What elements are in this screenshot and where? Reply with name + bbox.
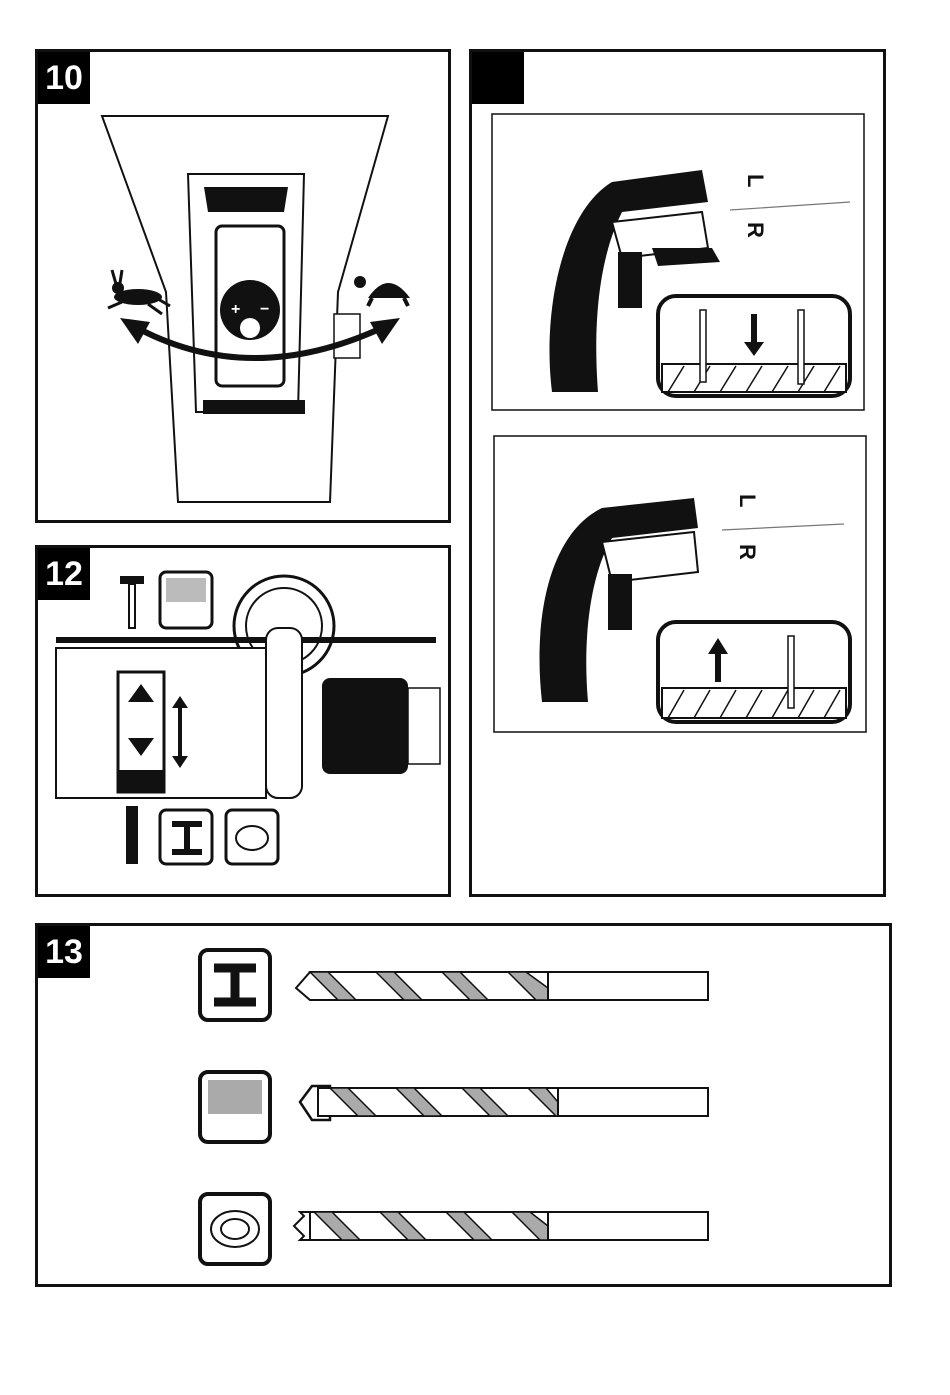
label-right-reverse: R	[735, 544, 760, 560]
screw-out-inset	[658, 622, 850, 722]
steel-icon	[160, 810, 212, 864]
drill-bits-figure	[38, 926, 892, 1287]
hammer-icon	[120, 576, 144, 628]
switch-wheel-reverse	[608, 574, 632, 630]
panel-13: 13	[35, 923, 892, 1287]
panel-10: 10 + −	[35, 49, 451, 523]
tortoise-icon	[354, 276, 410, 306]
dial-plus-label: +	[231, 301, 240, 318]
brad-point-tip	[294, 1212, 310, 1240]
wood-bit-row	[200, 1194, 708, 1264]
switch-top-cap	[204, 187, 288, 212]
masonry-icon	[160, 572, 212, 628]
screw-icon	[798, 310, 804, 384]
mode-selector-figure	[38, 548, 451, 897]
speed-dial-icon: + −	[220, 280, 280, 340]
panel-12: 12	[35, 545, 451, 897]
chuck-icon	[322, 678, 408, 774]
dial-minus-label: −	[260, 301, 269, 318]
wood-icon	[226, 810, 278, 864]
switch-wheel-forward	[618, 252, 642, 308]
panel-11: L R L R	[469, 49, 886, 897]
screw-icon-out	[788, 636, 794, 708]
steel-bit-row	[200, 950, 708, 1020]
switch-bottom-bar	[203, 400, 305, 414]
rotation-figure: L R L R	[472, 52, 886, 897]
masonry-bit-row	[200, 1072, 708, 1142]
drill-bit-small-icon	[126, 806, 138, 864]
speed-switch-figure: + −	[38, 52, 451, 523]
drill-bit-icon	[700, 310, 706, 382]
screw-in-inset	[658, 296, 850, 396]
label-left-reverse: L	[735, 494, 760, 507]
label-left-forward: L	[743, 174, 768, 187]
label-right-forward: R	[743, 222, 768, 238]
